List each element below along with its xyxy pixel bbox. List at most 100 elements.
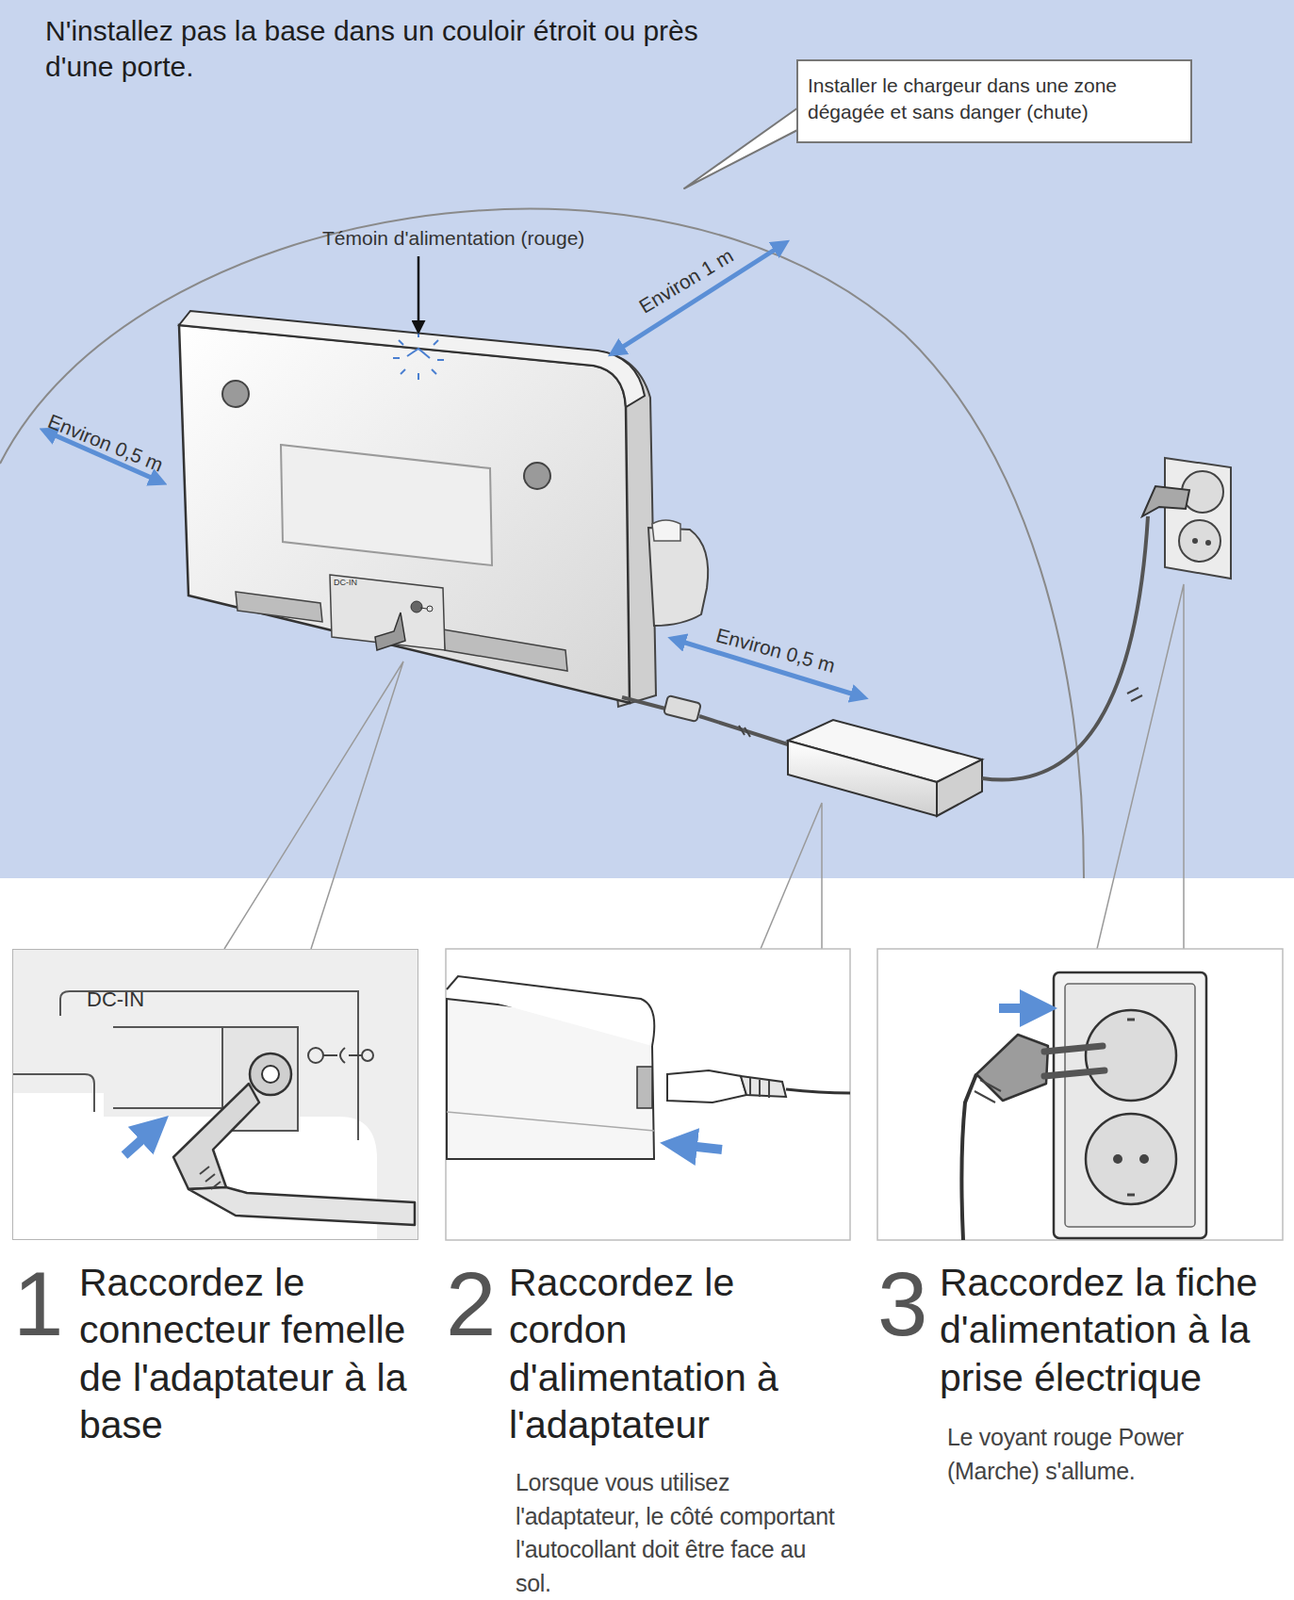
illustration-shape [393, 357, 400, 360]
illustration-shape [699, 716, 788, 745]
illustration-shape [671, 1144, 722, 1150]
illustration-shape [740, 1076, 787, 1098]
panel-two-art [445, 949, 851, 1241]
illustration-shape [1127, 1019, 1135, 1196]
illustration-shape [124, 1123, 161, 1156]
illustration-shape [622, 697, 666, 709]
illustration-shape [420, 607, 427, 609]
box-text: Installer le chargeur dans une zone déga… [807, 72, 1181, 127]
heading: N'installez pas la base dans un couloir … [45, 13, 743, 85]
illustration-shape [361, 1049, 374, 1062]
illustration-shape [235, 591, 323, 623]
illustration-shape [113, 1027, 223, 1109]
step-note: Le voyant rouge Power (Marche) s'allume. [947, 1421, 1221, 1489]
illustration-shape [612, 243, 786, 354]
illustration-shape [407, 348, 430, 359]
illustration-shape [1127, 687, 1143, 702]
box-text: DC-IN [86, 987, 145, 1013]
step-text: Raccordez le cordon d'alimentation à l'a… [508, 1259, 811, 1450]
illustration-shape [173, 1083, 260, 1190]
power-led [393, 331, 444, 380]
illustration-shape [1064, 983, 1196, 1228]
illustration-shape [750, 1078, 770, 1098]
step-text: Raccordez le connecteur femelle de l'ada… [79, 1259, 428, 1450]
illustration-shape [13, 1074, 95, 1113]
illustration-shape [936, 759, 983, 817]
illustration-shape [445, 949, 851, 1241]
illustration-shape [446, 976, 655, 1047]
illustration-shape [262, 1065, 279, 1083]
indicator-label: Témoin d'alimentation (rouge) [322, 226, 585, 250]
step-note: Lorsque vous utilisez l'adaptateur, le c… [515, 1466, 846, 1600]
illustration-shape [1044, 1046, 1105, 1077]
step-number: 1 [13, 1259, 64, 1350]
illustration-shape [199, 1166, 221, 1190]
illustration-shape [760, 802, 822, 950]
illustration-shape [426, 606, 433, 612]
dimension-arrows [44, 243, 864, 698]
illustration-shape [738, 725, 751, 738]
port-label: DC-IN [333, 577, 358, 589]
illustration-shape [323, 1048, 362, 1064]
illustration-shape [1192, 538, 1198, 544]
illustration-shape [877, 949, 1283, 1241]
illustration-shape [179, 311, 645, 408]
illustration-shape [308, 1048, 324, 1064]
illustration-shape [249, 1053, 292, 1096]
step-number: 3 [877, 1259, 928, 1350]
illustration-shape [974, 1080, 1001, 1103]
illustration-shape [667, 1070, 747, 1103]
illustration-shape [375, 612, 406, 651]
illustration-shape [1164, 458, 1231, 579]
illustration-shape [652, 520, 681, 541]
illustration-shape [961, 1074, 977, 1241]
illustration-shape [786, 1089, 851, 1094]
illustration-shape [976, 1034, 1049, 1101]
panel-three-art [877, 949, 1283, 1241]
step-text: Raccordez la fiche d'alimentation à la p… [939, 1259, 1294, 1402]
illustration-shape [1097, 584, 1184, 950]
illustration-shape [663, 695, 702, 722]
illustration-shape [60, 991, 359, 1141]
step-number: 2 [445, 1259, 496, 1350]
illustration-shape [329, 574, 445, 651]
illustration-shape [224, 661, 404, 950]
charging-base [179, 311, 708, 707]
illustration-shape [648, 527, 708, 626]
illustration-shape [787, 740, 937, 817]
illustration-shape [1053, 972, 1207, 1239]
illustration-shape [188, 1187, 415, 1226]
background [0, 0, 1294, 879]
illustration-shape [1085, 1113, 1177, 1205]
illustration-shape [410, 601, 423, 613]
illustration-shape [1085, 1010, 1177, 1101]
illustration-shape [999, 1003, 1047, 1014]
pointer-arrow [417, 256, 421, 332]
leader-lines [224, 584, 1184, 950]
callout-box: Installer le chargeur dans une zone déga… [796, 59, 1193, 144]
illustration-shape [280, 444, 492, 566]
illustration-shape [13, 950, 418, 1241]
illustration-shape [1113, 1154, 1123, 1164]
illustration-shape [442, 629, 568, 672]
illustration-shape [437, 359, 444, 361]
illustration-shape [417, 331, 420, 338]
illustration-shape [222, 380, 249, 408]
illustration-shape [400, 369, 406, 375]
illustration-shape [684, 105, 802, 189]
illustration-shape [417, 373, 420, 380]
illustration-shape [982, 516, 1148, 781]
adapter-and-cables [622, 516, 1148, 817]
illustration-shape [1142, 486, 1190, 517]
illustration-shape [1205, 540, 1212, 546]
illustration-shape [524, 462, 551, 490]
illustration-shape [637, 1066, 653, 1109]
illustration-shape [0, 209, 1084, 879]
panel-one-art [13, 950, 418, 1241]
detail-panel: DC-IN [12, 949, 419, 1241]
illustration-shape [1139, 1154, 1149, 1164]
wall-outlet [1142, 458, 1231, 579]
illustration-shape [0, 0, 1294, 879]
illustration-shape [398, 340, 404, 345]
